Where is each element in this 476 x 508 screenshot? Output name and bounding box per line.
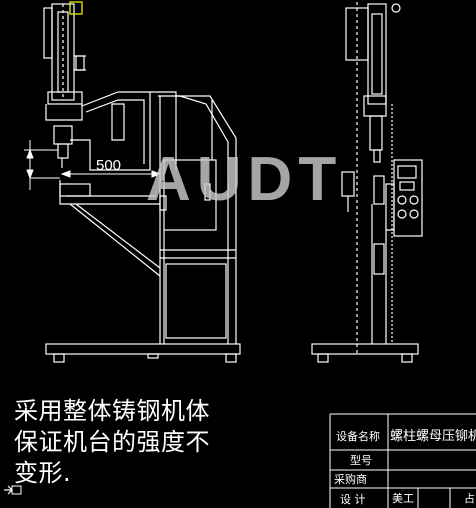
title-block-extra: 占	[464, 491, 475, 505]
description-note: 采用整体铸钢机体 保证机台的强度不 变形.	[14, 396, 254, 489]
title-block-value-design: 美工	[392, 492, 414, 505]
note-line-2: 保证机台的强度不	[14, 428, 210, 456]
dimension-lines	[24, 140, 162, 190]
title-block-label-design: 设 计	[340, 493, 366, 506]
title-block-value-name: 螺柱螺母压铆机	[390, 429, 476, 444]
title-block	[329, 413, 476, 508]
side-view-machine	[311, 2, 423, 363]
watermark-text: AUDT	[146, 145, 342, 214]
note-line-3: 变形.	[14, 459, 72, 487]
front-view-machine	[43, 1, 241, 363]
title-block-label-model: 型号	[350, 453, 372, 467]
note-line-1: 采用整体铸钢机体	[14, 397, 210, 425]
dimension-label: 500	[96, 157, 121, 174]
cursor-arrow-icon	[4, 485, 22, 495]
title-block-label-name: 设备名称	[336, 429, 380, 443]
title-block-label-buyer: 采购商	[334, 472, 367, 486]
